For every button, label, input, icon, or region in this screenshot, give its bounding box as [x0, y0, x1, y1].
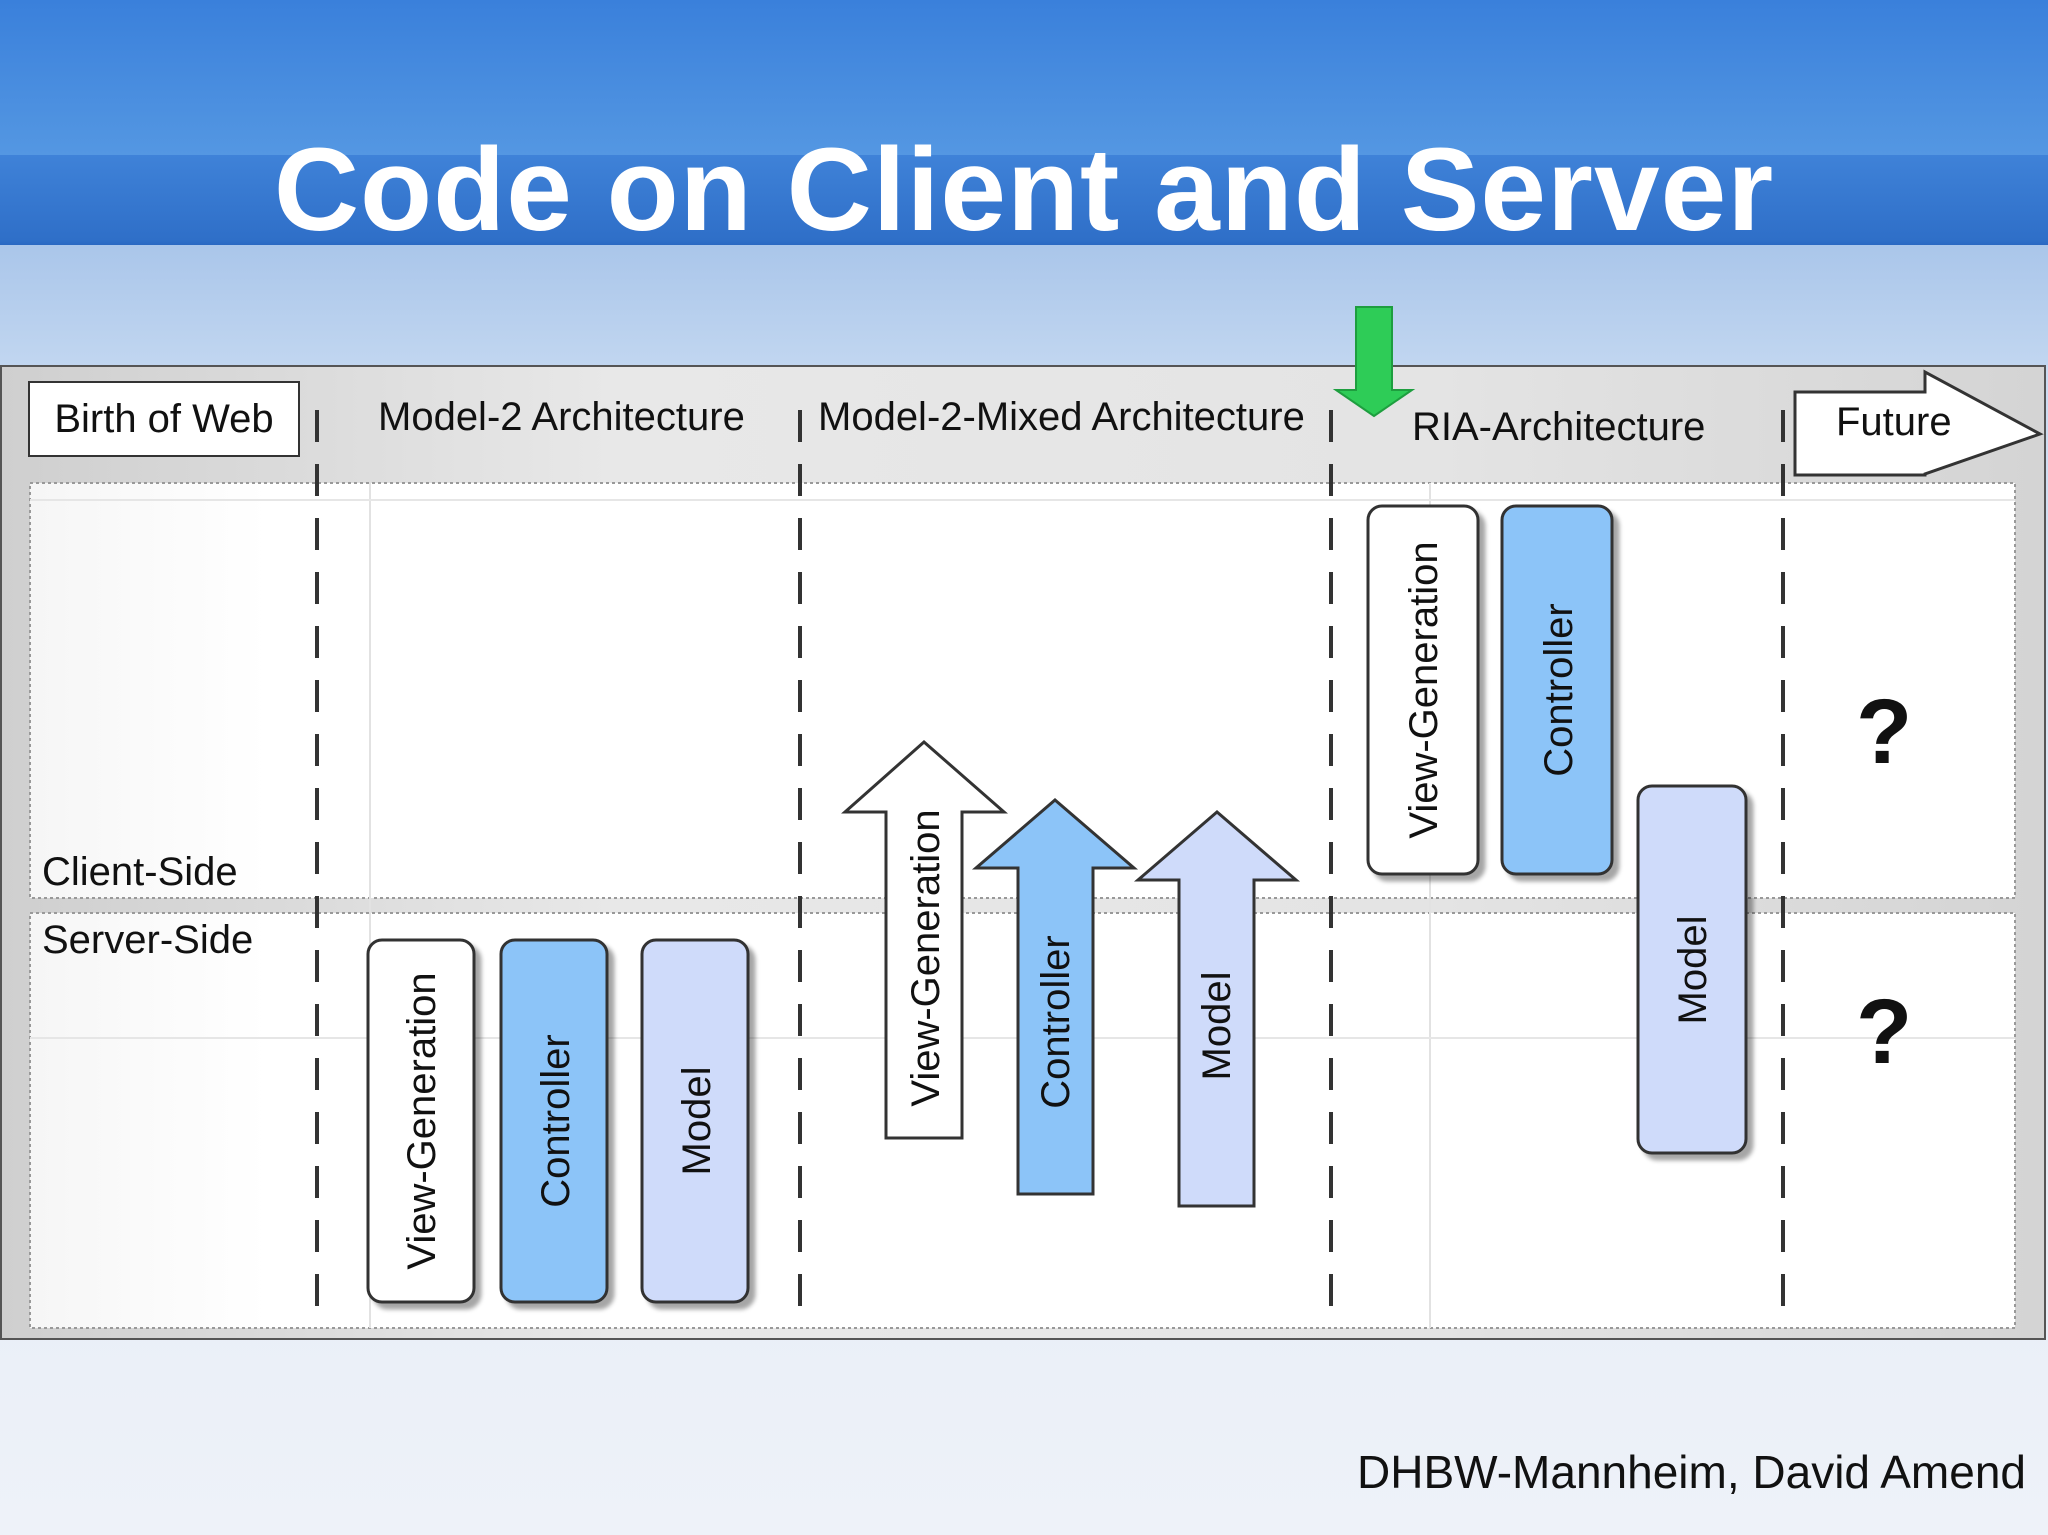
- sub-band: [0, 245, 2048, 365]
- model2-model-label: Model: [675, 1067, 719, 1176]
- era-ria-label: RIA-Architecture: [1412, 405, 1706, 449]
- era-mixed-label: Model-2-Mixed Architecture: [818, 395, 1305, 439]
- client-side-label: Client-Side: [42, 850, 238, 894]
- model2-view-generation-label: View-Generation: [400, 972, 444, 1269]
- ria-model-label: Model: [1671, 916, 1715, 1025]
- future-server-unknown: ?: [1856, 981, 1913, 1083]
- model2-controller-box: [499, 938, 609, 1304]
- mixed-model-arrow: [1133, 810, 1301, 1208]
- future-arrow: [1793, 369, 2044, 477]
- model2-controller-label: Controller: [534, 1034, 578, 1207]
- mixed-view-generation-arrow: [841, 740, 1008, 1140]
- slide-footer: DHBW-Mannheim, David Amend: [1357, 1446, 2026, 1498]
- era-model2-label: Model-2 Architecture: [378, 395, 745, 439]
- era-future-label: Future: [1836, 400, 1952, 444]
- ria-view-generation-box: [1366, 504, 1480, 876]
- mixed-controller-arrow: [971, 798, 1139, 1196]
- mixed-controller-label: Controller: [1034, 935, 1078, 1108]
- ria-controller-box: [1500, 504, 1614, 876]
- ria-controller-label: Controller: [1537, 603, 1581, 776]
- era-separators: [315, 410, 1785, 1312]
- ria-view-generation-label: View-Generation: [1402, 541, 1446, 838]
- slide-title: Code on Client and Server: [273, 124, 1775, 256]
- model2-view-generation-box: [366, 938, 476, 1304]
- future-client-unknown: ?: [1856, 681, 1913, 783]
- era-birth-of-web: Birth of Web: [28, 381, 300, 457]
- current-era-marker-arrow: [1332, 306, 1416, 418]
- title-band-highlight: [0, 0, 2048, 155]
- mixed-model-label: Model: [1195, 972, 1239, 1081]
- mixed-view-generation-label: View-Generation: [904, 809, 948, 1106]
- ria-model-box: [1636, 784, 1748, 1155]
- model2-model-box: [640, 938, 750, 1304]
- server-side-label: Server-Side: [42, 918, 254, 962]
- era-birth-of-web-label: Birth of Web: [54, 396, 274, 441]
